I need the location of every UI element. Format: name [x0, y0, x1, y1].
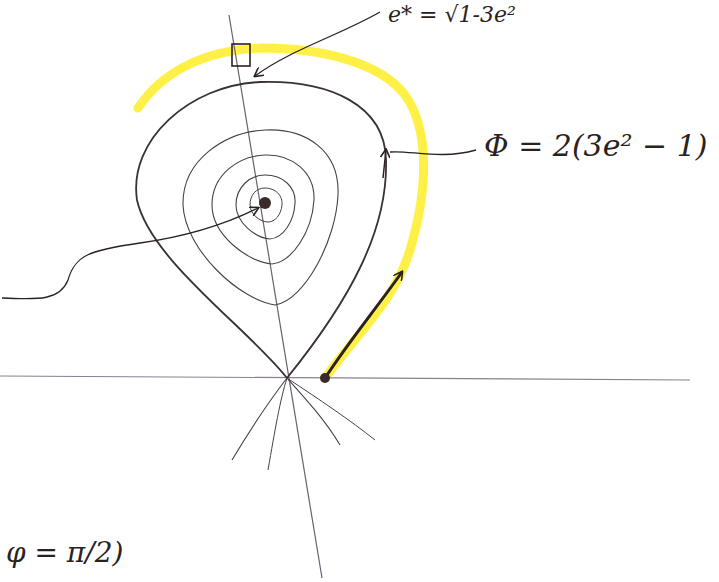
branch — [287, 378, 375, 440]
vertical-axis — [229, 15, 322, 578]
center-dot — [259, 197, 271, 209]
equation-label: e* = √1-3e² — [388, 2, 516, 27]
orbit — [212, 155, 314, 264]
orbit — [183, 130, 338, 305]
equation-label: Φ = 2(3e² − 1) — [484, 128, 707, 163]
marker-box — [232, 44, 250, 66]
start-dot — [320, 373, 330, 383]
leader-line — [390, 150, 476, 155]
branch — [232, 378, 287, 460]
angle-label: φ = π/2) — [6, 536, 123, 569]
flow-arrow — [383, 150, 386, 178]
trajectory — [325, 272, 402, 378]
branch — [268, 378, 287, 470]
horizontal-axis — [0, 376, 690, 380]
separatrix — [136, 82, 386, 378]
leader-line — [255, 12, 380, 76]
branch — [287, 378, 340, 445]
leader-line — [2, 208, 258, 299]
orbit — [250, 188, 282, 222]
orbit — [236, 175, 295, 239]
